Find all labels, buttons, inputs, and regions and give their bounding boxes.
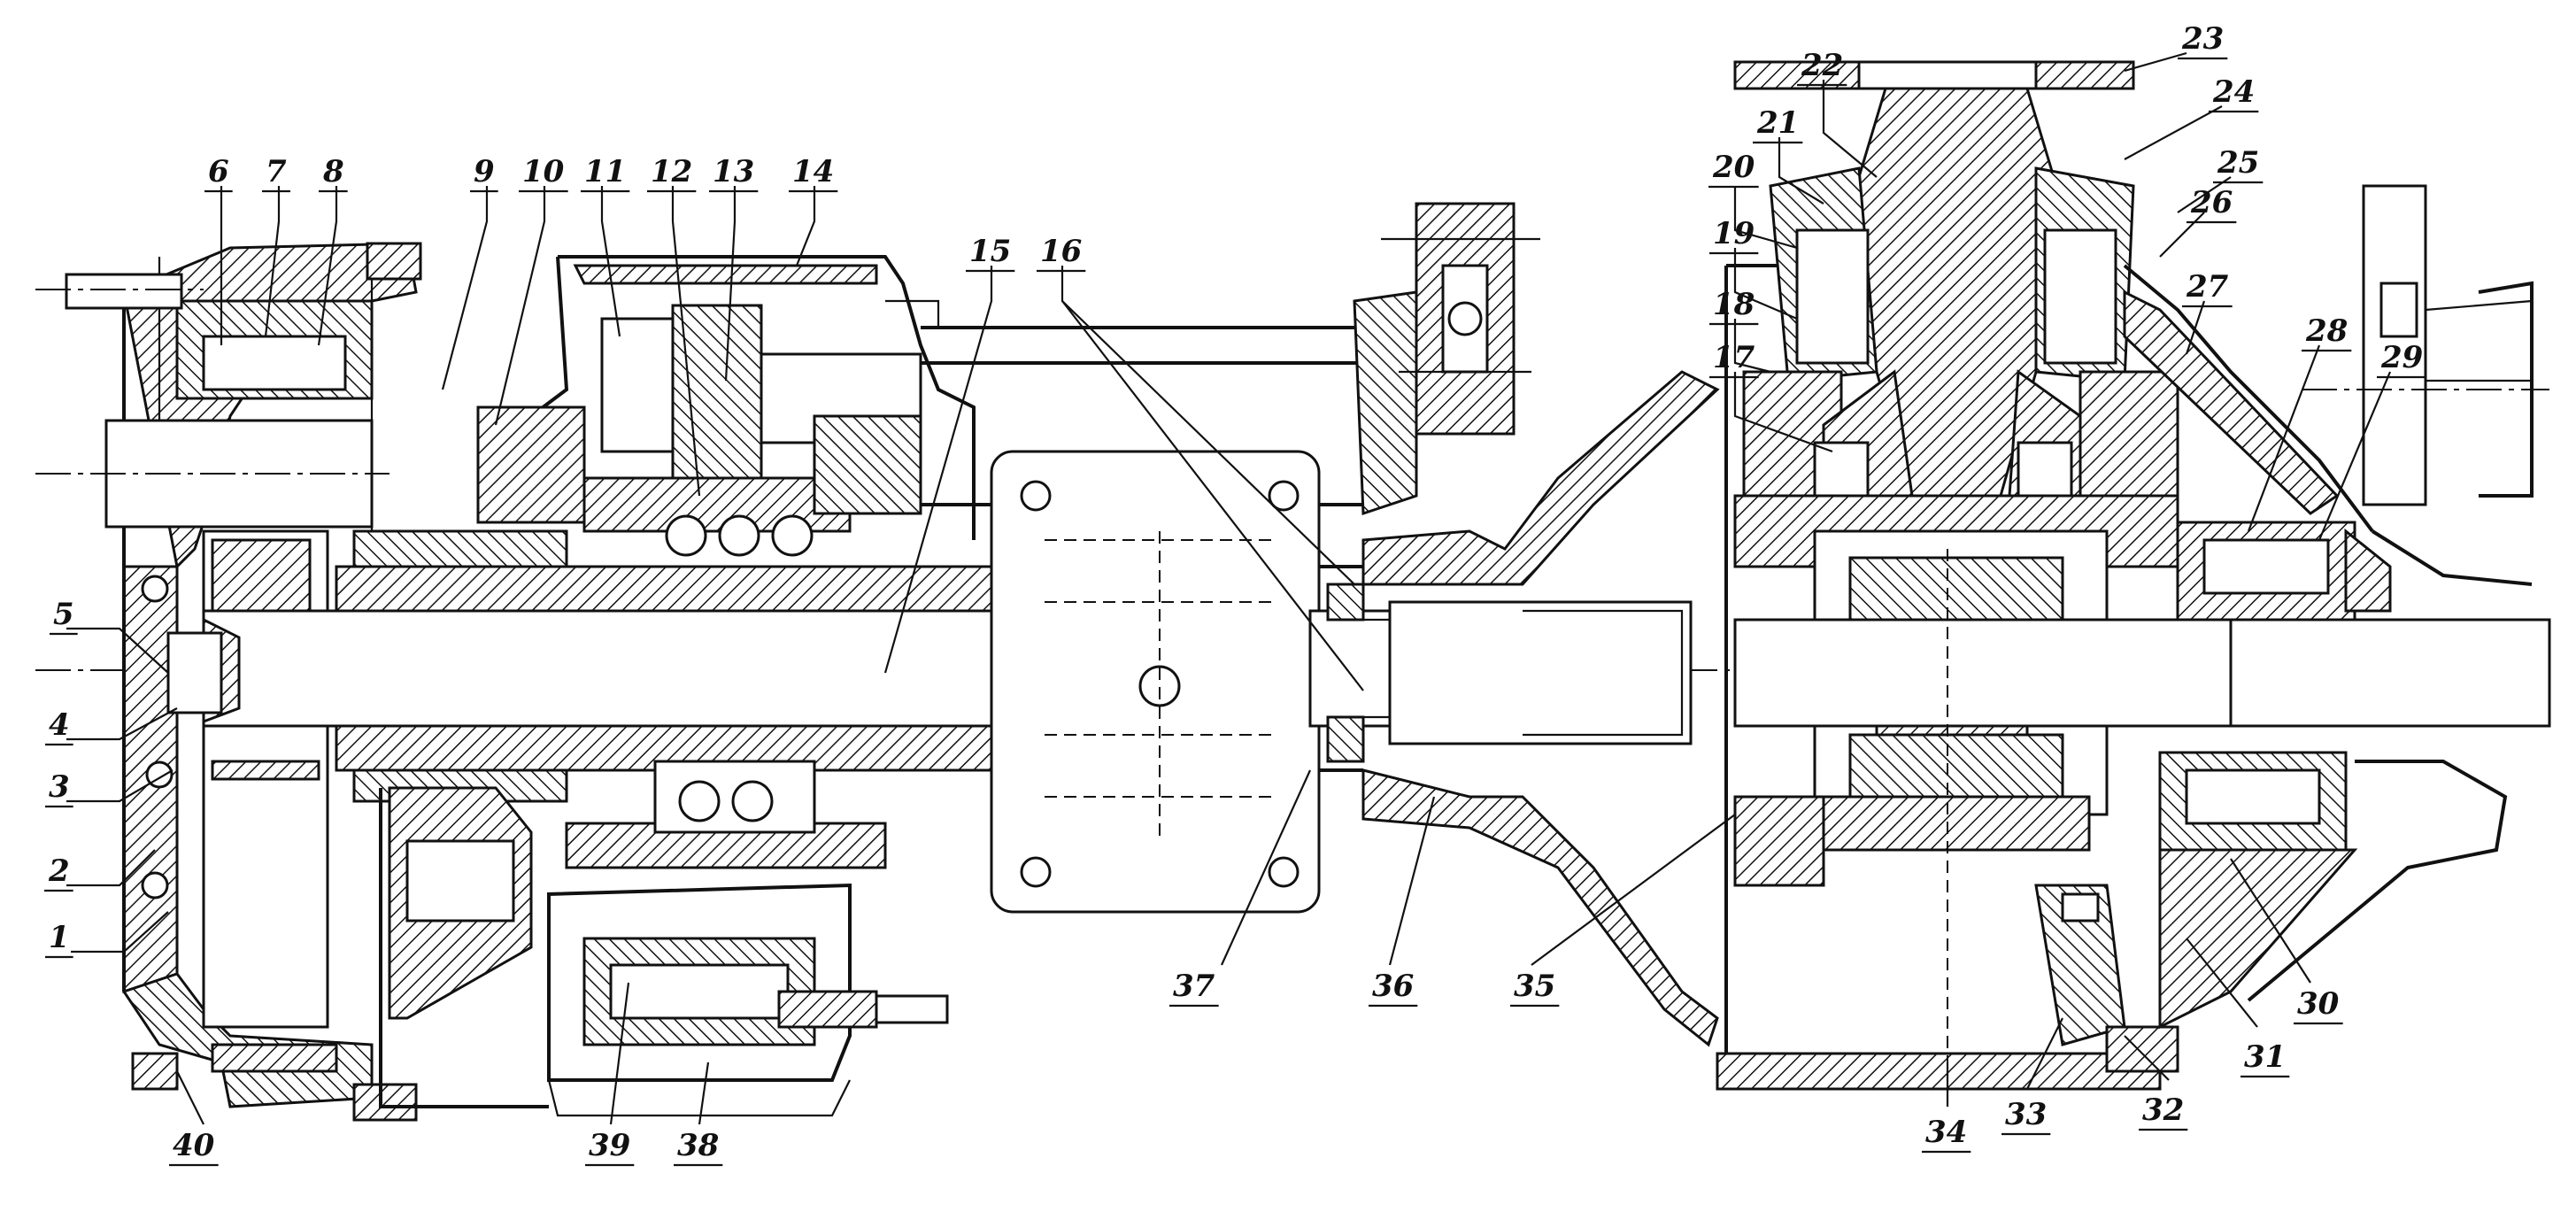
leader-lines: [66, 51, 2392, 1125]
callout-30: 30: [2297, 986, 2340, 1022]
callout-28: 28: [2305, 313, 2348, 349]
callout-9: 9: [474, 154, 495, 189]
callout-40: 40: [173, 1128, 215, 1163]
callout-24: 24: [2212, 74, 2255, 110]
centre-tube-section: [1308, 370, 1720, 1047]
callout-3: 3: [49, 769, 70, 805]
callout-17: 17: [1713, 340, 1755, 375]
callout-13: 13: [713, 154, 754, 189]
callout-labels: 1 2 3 4 5 6 7 8 9 10 11 12 13 14 15 16 1…: [44, 21, 2427, 1167]
right-outer-housing: [2123, 184, 2551, 1030]
callout-26: 26: [2190, 185, 2233, 220]
callout-32: 32: [2142, 1092, 2184, 1128]
callout-12: 12: [651, 154, 692, 189]
callout-7: 7: [266, 154, 287, 189]
callout-38: 38: [677, 1128, 719, 1163]
lower-gear-housing: [379, 760, 949, 1117]
callout-34: 34: [1925, 1115, 1967, 1150]
callout-21: 21: [1756, 105, 1799, 141]
callout-33: 33: [2005, 1097, 2047, 1132]
callout-31: 31: [2244, 1039, 2286, 1075]
right-differential-housing: [1716, 60, 2233, 1091]
callout-10: 10: [522, 154, 565, 189]
callout-25: 25: [2217, 145, 2259, 181]
callout-14: 14: [792, 154, 834, 189]
callout-16: 16: [1040, 234, 1082, 269]
axle-tube: [921, 326, 1363, 914]
callout-20: 20: [1712, 150, 1755, 185]
callout-35: 35: [1514, 969, 1555, 1004]
callout-5: 5: [53, 597, 74, 632]
callout-15: 15: [969, 234, 1011, 269]
callout-36: 36: [1372, 969, 1414, 1004]
callout-8: 8: [322, 154, 344, 189]
callout-39: 39: [589, 1128, 630, 1163]
callout-19: 19: [1713, 216, 1755, 251]
upper-gear-housing: [476, 255, 976, 557]
callout-22: 22: [1801, 48, 1843, 83]
left-final-drive-housing: [35, 242, 422, 1122]
callout-6: 6: [208, 154, 229, 189]
callout-18: 18: [1713, 287, 1755, 322]
callout-11: 11: [584, 154, 626, 189]
mount-bracket: [1353, 202, 1540, 516]
callout-23: 23: [2181, 21, 2224, 57]
callout-2: 2: [48, 853, 70, 889]
callout-27: 27: [2186, 269, 2229, 305]
callout-37: 37: [1173, 969, 1215, 1004]
callout-4: 4: [49, 707, 70, 743]
callout-1: 1: [49, 920, 70, 955]
callout-29: 29: [2380, 340, 2423, 375]
